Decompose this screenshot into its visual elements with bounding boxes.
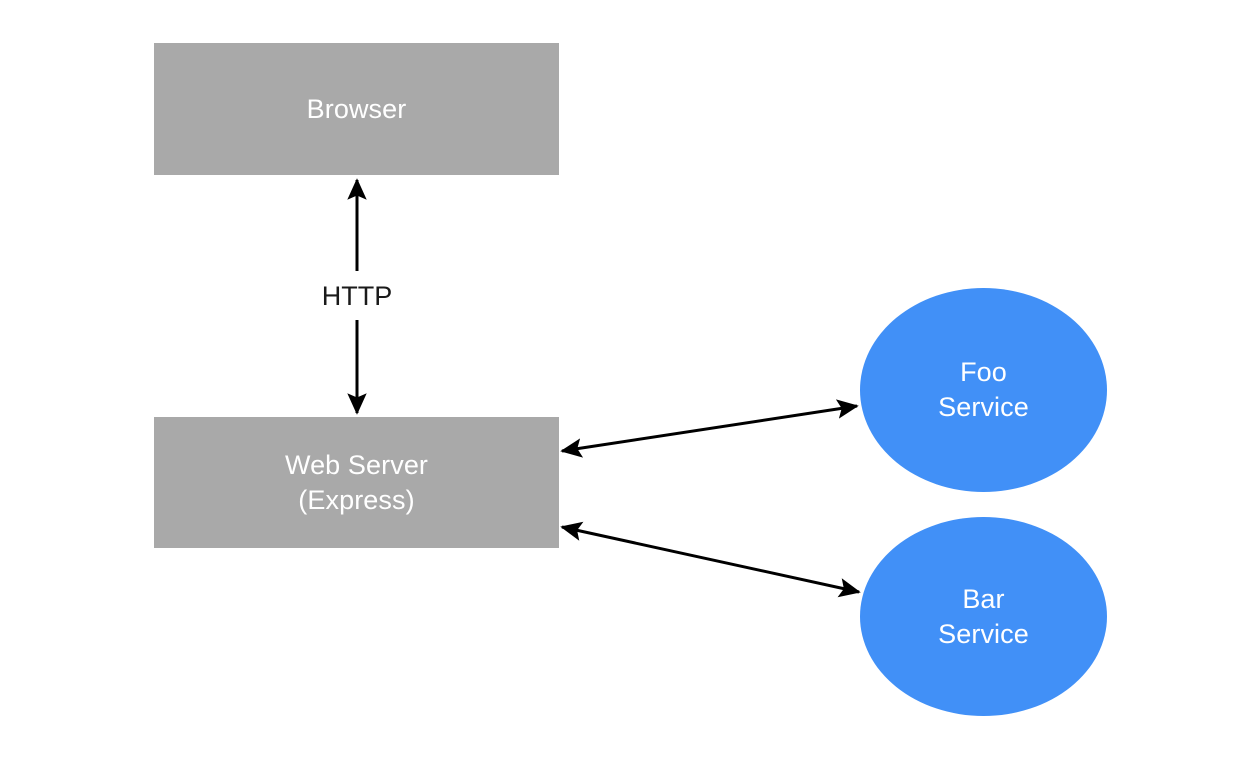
edge-webserver-bar	[560, 521, 861, 598]
node-browser[interactable]: Browser	[154, 43, 559, 175]
edge-line-bar	[560, 521, 861, 598]
node-bar-service-label: Bar Service	[938, 583, 1029, 649]
node-foo-service[interactable]: Foo Service	[860, 288, 1107, 492]
node-foo-service-label: Foo Service	[938, 357, 1029, 422]
node-web-server-label: Web Server (Express)	[284, 449, 429, 515]
node-bar-service[interactable]: Bar Service	[860, 517, 1107, 716]
node-browser-label: Browser	[306, 93, 407, 124]
node-web-server[interactable]: Web Server (Express)	[154, 417, 559, 548]
edge-label-http: HTTP	[321, 281, 393, 311]
edge-webserver-foo	[560, 399, 859, 458]
edge-line-foo	[560, 399, 859, 458]
